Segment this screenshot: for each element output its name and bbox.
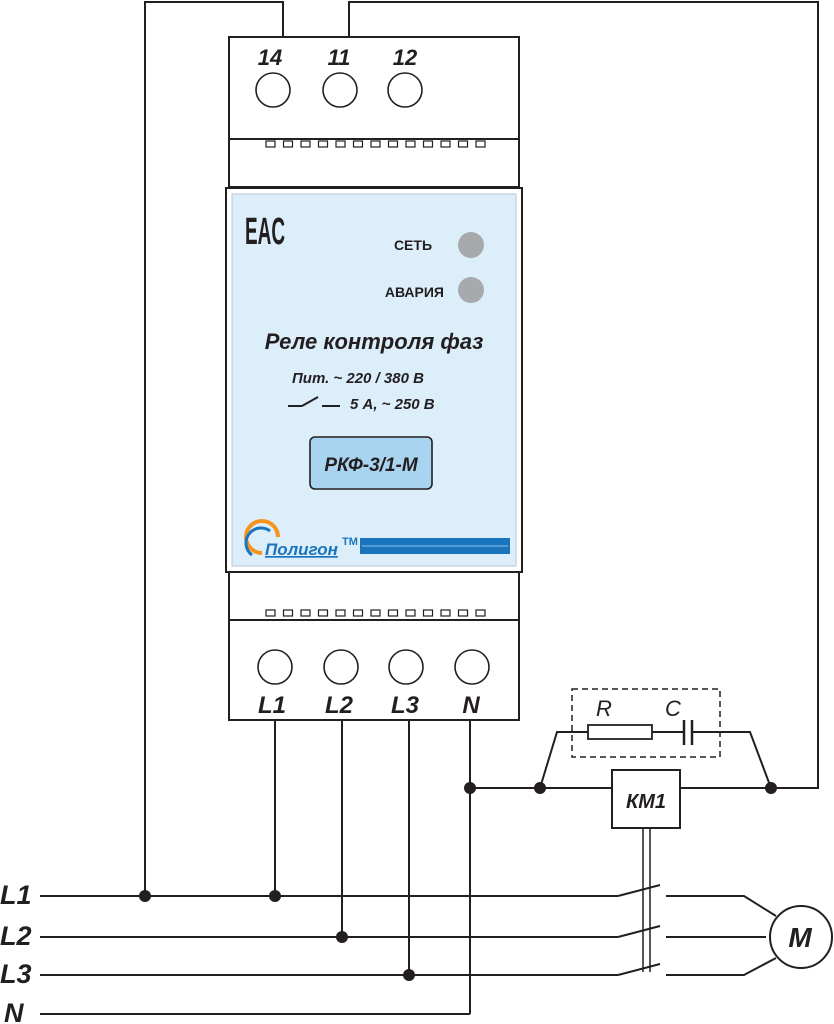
brand-name: Полигон — [265, 540, 338, 559]
contact-l1 — [617, 884, 661, 897]
junction-dot — [139, 890, 151, 902]
terminal-screw-l1[interactable] — [257, 649, 293, 685]
relay-device: 14 11 12 L1 L2 L3 N EAC СЕТЬ АВАРИЯ Реле… — [225, 36, 523, 721]
vent-slot — [300, 609, 311, 617]
relay-title: Реле контроля фаз — [265, 329, 484, 354]
terminal-screw-12[interactable] — [387, 72, 423, 108]
eac-mark: EAC — [245, 211, 285, 253]
vent-slot — [300, 140, 311, 148]
model-name: РКФ-3/1-М — [324, 455, 419, 476]
contact-rating: 5 А, ~ 250 В — [350, 396, 435, 413]
terminal-screw-l2[interactable] — [323, 649, 359, 685]
resistor-label: R — [596, 696, 612, 721]
vent-slot — [265, 609, 276, 617]
brand-logo-ring-icon — [244, 526, 271, 557]
vent-slot — [387, 140, 399, 148]
supply-rating: Пит. ~ 220 / 380 В — [292, 370, 424, 387]
contactor-coil — [611, 769, 681, 829]
alarm-indicator-led — [458, 277, 484, 303]
vent-slot — [457, 140, 469, 148]
line-l3-motor — [666, 957, 777, 976]
line-label-l1: L1 — [0, 880, 32, 910]
contact-symbol — [288, 396, 340, 407]
terminal-screw-n[interactable] — [454, 649, 490, 685]
vent-slot — [282, 609, 294, 617]
terminal-screw-11[interactable] — [322, 72, 358, 108]
top-vent-slots — [265, 140, 486, 148]
wire-contact-14-to-l1 — [144, 1, 284, 896]
vent-slot — [352, 609, 364, 617]
vent-slot — [422, 609, 434, 617]
wire-contact-11-to-coil — [348, 1, 819, 789]
brand-logo-swoosh-icon — [244, 519, 280, 555]
bottom-vent-slots — [265, 609, 486, 617]
junction-dot — [534, 782, 546, 794]
motor — [769, 905, 833, 969]
model-box — [309, 436, 433, 490]
capacitor-label: C — [665, 696, 681, 721]
terminal-label-11: 11 — [328, 45, 351, 70]
junction-dots — [139, 782, 777, 981]
terminal-screw-14[interactable] — [255, 72, 291, 108]
resistor — [587, 724, 653, 740]
front-panel-frame — [225, 187, 523, 573]
brand-trademark: ТМ — [342, 536, 358, 548]
vent-slot — [387, 609, 399, 617]
indicator-label-power: СЕТЬ — [394, 237, 432, 253]
power-indicator-led — [458, 232, 484, 258]
line-label-l3: L3 — [0, 959, 32, 989]
vent-slot — [317, 609, 329, 617]
vent-slot — [475, 140, 486, 148]
terminal-label-12: 12 — [393, 45, 418, 70]
terminal-label-14: 14 — [258, 45, 282, 70]
terminal-label-l2: L2 — [325, 692, 354, 719]
brand-logo: Полигон ТМ — [244, 519, 510, 559]
line-l1-motor — [666, 895, 777, 917]
vent-slot — [405, 609, 416, 617]
vent-slot — [282, 140, 294, 148]
vent-slot — [440, 140, 451, 148]
indicator-label-alarm: АВАРИЯ — [385, 284, 444, 300]
terminal-label-n: N — [462, 692, 480, 719]
terminal-screw-l3[interactable] — [388, 649, 424, 685]
bottom-terminal-block — [228, 619, 520, 721]
external-wiring — [144, 1, 819, 1014]
motor-label: M — [788, 922, 812, 953]
contactor-label: КМ1 — [626, 791, 666, 813]
vent-slot — [335, 140, 346, 148]
vent-slot — [370, 609, 381, 617]
contact-l3 — [617, 963, 661, 976]
vent-slot — [475, 609, 486, 617]
junction-dot — [765, 782, 777, 794]
coil-circuit: R C КМ1 — [470, 688, 772, 972]
vent-slot — [265, 140, 276, 148]
wire-rc-left — [539, 731, 588, 789]
junction-dot — [269, 890, 281, 902]
contact-l2 — [617, 925, 661, 938]
vent-slot — [317, 140, 329, 148]
vent-slot — [457, 609, 469, 617]
vent-slot — [422, 140, 434, 148]
supply-lines: L1 L2 L3 N M — [0, 880, 833, 1024]
line-label-n: N — [4, 998, 24, 1024]
junction-dot — [464, 782, 476, 794]
snubber-enclosure — [571, 688, 721, 758]
line-label-l2: L2 — [0, 921, 32, 951]
terminal-label-l1: L1 — [258, 692, 286, 719]
terminal-label-l3: L3 — [391, 692, 420, 719]
junction-dot — [403, 969, 415, 981]
vent-slot — [405, 140, 416, 148]
vent-slot — [335, 609, 346, 617]
vent-slot — [352, 140, 364, 148]
vent-slot — [440, 609, 451, 617]
wire-rc-right — [692, 731, 772, 789]
junction-dot — [336, 931, 348, 943]
vent-slot — [370, 140, 381, 148]
